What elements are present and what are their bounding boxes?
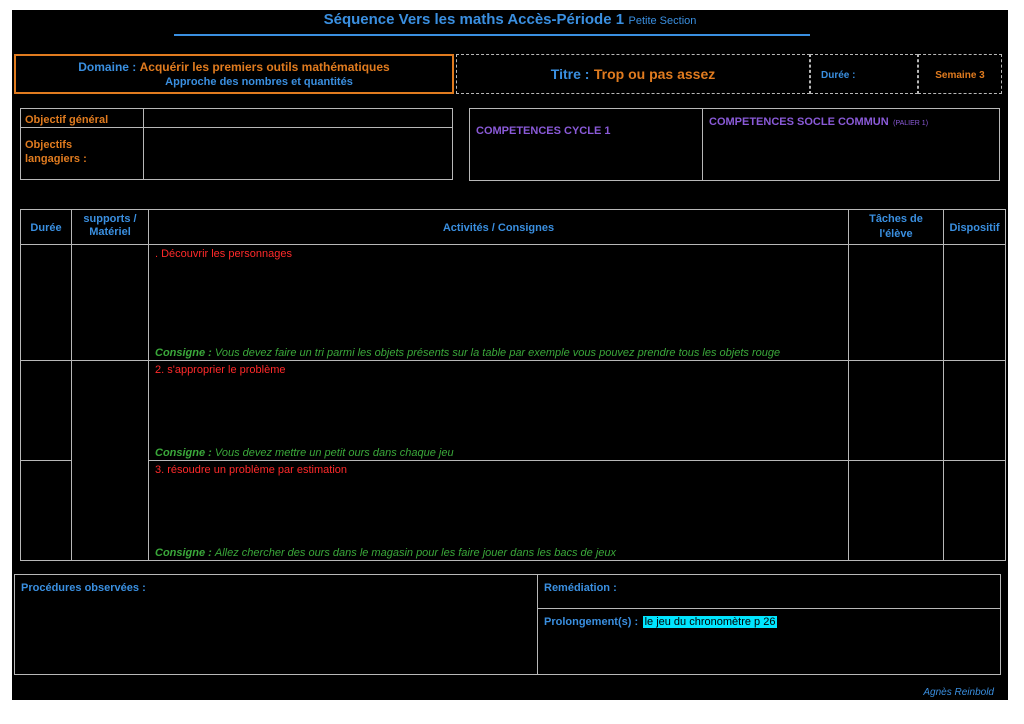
- row1-supports: [71, 244, 149, 361]
- row1-activity: . Découvrir les personnages: [155, 248, 292, 260]
- row2-dispositif: [943, 360, 1006, 461]
- general-objective-value-cell: [143, 108, 453, 128]
- remediation-cell: Remédiation :: [537, 574, 1001, 609]
- row1-activity-cell: . Découvrir les personnages Consigne : V…: [148, 244, 849, 361]
- row3-taches: [848, 460, 944, 561]
- lesson-title-value: Trop ou pas assez: [593, 66, 716, 82]
- competences-cycle-cell: COMPETENCES CYCLE 1: [469, 108, 703, 181]
- header-activites: Activités / Consignes: [442, 222, 555, 234]
- general-objective-label: Objectif général: [25, 114, 109, 126]
- header-duree: Durée: [30, 222, 62, 234]
- competences-cycle-label: COMPETENCES CYCLE 1: [476, 125, 611, 137]
- sequence-sheet: Séquence Vers les maths Accès-Période 1 …: [12, 10, 1008, 700]
- general-objective-label-cell: Objectif général: [20, 108, 144, 128]
- header-supports-cell: supports / Matériel: [71, 209, 149, 245]
- week-label: Semaine 3: [935, 70, 985, 81]
- prolongement-label: Prolongement(s) :: [544, 616, 639, 628]
- language-objectives-label: Objectifs langagiers :: [25, 139, 87, 165]
- row1-consigne: Vous devez faire un tri parmi les objets…: [214, 347, 781, 359]
- duration-box: Durée :: [810, 54, 918, 94]
- lesson-title-label: Titre :: [550, 66, 590, 82]
- language-objectives-value-cell: [143, 127, 453, 180]
- page-title: Séquence Vers les maths Accès-Période 1 …: [12, 10, 1008, 34]
- row2-taches: [848, 360, 944, 461]
- row3-duree: [20, 460, 72, 561]
- lesson-title-box: Titre : Trop ou pas assez: [456, 54, 810, 94]
- row2-activity-cell: 2. s'approprier le problème Consigne : V…: [148, 360, 849, 461]
- remediation-label: Remédiation :: [544, 582, 617, 594]
- row1-consigne-label: Consigne :: [155, 347, 212, 359]
- author-signature: Agnès Reinbold: [923, 687, 994, 698]
- competences-socle-cell: COMPETENCES SOCLE COMMUN (PALIER 1): [702, 108, 1000, 181]
- row2-consigne-label: Consigne :: [155, 447, 212, 459]
- prolongement-cell: Prolongement(s) : le jeu du chronomètre …: [537, 608, 1001, 675]
- row3-consigne: Allez chercher des ours dans le magasin …: [214, 547, 617, 559]
- row3-activity-cell: 3. résoudre un problème par estimation C…: [148, 460, 849, 561]
- row2-duree: [20, 360, 72, 461]
- header-taches: Tâches de l'élève: [869, 213, 923, 240]
- row2-consigne: Vous devez mettre un petit ours dans cha…: [214, 447, 454, 459]
- title-underline: [174, 34, 810, 36]
- domain-sub: Approche des nombres et quantités: [165, 76, 353, 88]
- procedures-label: Procédures observées :: [21, 582, 146, 594]
- row1-taches: [848, 244, 944, 361]
- domain-box: Domaine : Acquérir les premiers outils m…: [14, 54, 454, 94]
- activities-table: Durée supports / Matériel Activités / Co…: [20, 209, 1006, 561]
- header-taches-cell: Tâches de l'élève: [848, 209, 944, 245]
- header-dispositif-cell: Dispositif: [943, 209, 1006, 245]
- header-dispositif: Dispositif: [949, 222, 1000, 234]
- row3-activity: 3. résoudre un problème par estimation: [155, 464, 347, 476]
- row3-consigne-label: Consigne :: [155, 547, 212, 559]
- row2-activity: 2. s'approprier le problème: [155, 364, 286, 376]
- row1-dispositif: [943, 244, 1006, 361]
- duration-label: Durée :: [821, 70, 856, 81]
- row1-duree: [20, 244, 72, 361]
- header-supports: supports / Matériel: [83, 213, 137, 238]
- domain-value: Acquérir les premiers outils mathématiqu…: [139, 60, 390, 74]
- row3-dispositif: [943, 460, 1006, 561]
- sequence-title: Séquence Vers les maths Accès-Période 1: [323, 11, 625, 28]
- header-activites-cell: Activités / Consignes: [148, 209, 849, 245]
- row2-supports: [71, 360, 149, 561]
- domain-label: Domaine :: [78, 60, 137, 74]
- prolongement-value: le jeu du chronomètre p 26: [642, 616, 778, 628]
- week-box: Semaine 3: [918, 54, 1002, 94]
- competences-socle-label: COMPETENCES SOCLE COMMUN: [709, 116, 889, 128]
- header-duree-cell: Durée: [20, 209, 72, 245]
- competences-socle-palier: (PALIER 1): [893, 120, 929, 127]
- class-level: Petite Section: [628, 15, 697, 27]
- procedures-cell: Procédures observées :: [14, 574, 538, 675]
- language-objectives-label-cell: Objectifs langagiers :: [20, 127, 144, 180]
